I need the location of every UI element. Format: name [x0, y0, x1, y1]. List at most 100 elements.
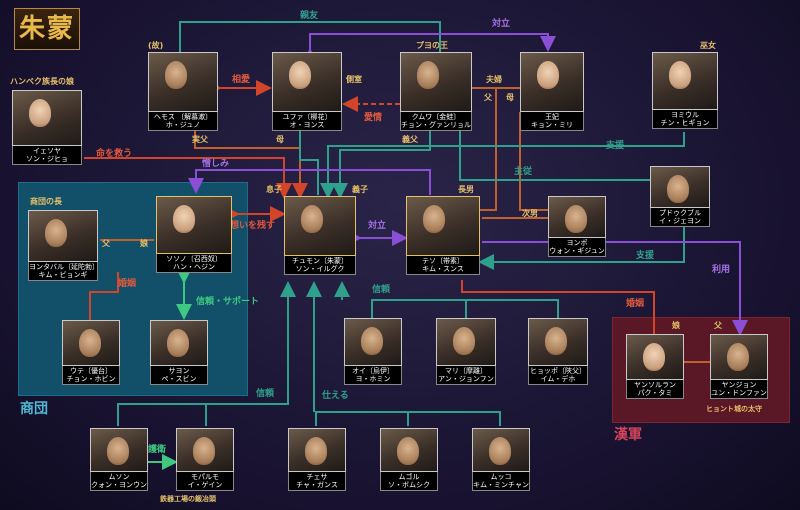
- card-buddeukbul[interactable]: プドゥクブルイ・ジェヨン: [650, 166, 710, 227]
- label-shoudan: 商団: [20, 401, 48, 417]
- portrait-musong: [90, 428, 148, 472]
- name-mugol: ムゴル: [398, 473, 420, 481]
- card-yangjeong[interactable]: ヤンジョンユン・ドンファン: [710, 334, 768, 399]
- yomiul-note: 巫女: [700, 41, 716, 50]
- card-wanghu[interactable]: 王妃キョン・ミリ: [520, 52, 584, 131]
- label-puyo-king: プヨの王: [416, 41, 448, 50]
- actor-chaegeo: チャ・ガンス: [296, 481, 338, 489]
- label-souai: 相愛: [232, 75, 251, 85]
- name-sayong: サヨン: [168, 367, 190, 375]
- actor-yomiul: チン・ヒギョン: [660, 119, 710, 127]
- actor-hyeopbo: イム・デホ: [540, 375, 576, 383]
- card-yesoya[interactable]: イェソヤソン・ジヒョ: [12, 90, 82, 165]
- label-konin2: 婚姻: [626, 299, 645, 309]
- card-yeongpo[interactable]: ヨンポウォン・ギジュン: [548, 196, 606, 257]
- portrait-soseono: [156, 196, 232, 254]
- actor-moparo: イ・ゲイン: [187, 481, 223, 489]
- label-giboku: 義父: [402, 135, 418, 144]
- actor-yeontabal: キム・ビョンギ: [38, 271, 88, 279]
- label-jinan: 次男: [522, 209, 538, 218]
- label-sokushitsu: 側室: [346, 75, 362, 84]
- label-chichi3: 父: [714, 321, 722, 330]
- actor-jumong: ソン・イルグク: [295, 265, 345, 273]
- actor-wanghu: キョン・ミリ: [531, 121, 573, 129]
- portrait-yeontabal: [28, 210, 98, 262]
- portrait-daeso: [406, 196, 480, 256]
- card-musong[interactable]: ムソンクォン・ヨンウン: [90, 428, 148, 491]
- label-jippu: 実父: [192, 135, 208, 144]
- hemosu-note: (故): [148, 41, 164, 50]
- card-geumwa[interactable]: クムワ〔金蛙〕チョン・グァンリョル: [400, 52, 472, 131]
- card-oi[interactable]: オイ〔烏伊〕ヨ・ホミン: [344, 318, 402, 385]
- portrait-moparo: [176, 428, 234, 472]
- card-daeso[interactable]: テソ〔帯素〕キム・スンス: [406, 196, 480, 275]
- portrait-yomiul: [652, 52, 718, 110]
- name-jumong: チュモン〔朱蒙〕: [292, 257, 348, 265]
- label-shuju: 主従: [514, 167, 533, 177]
- label-shien1: 支援: [606, 141, 625, 151]
- actor-geumwa: チョン・グァンリョル: [401, 121, 471, 129]
- name-yomiul: ヨミウル: [671, 111, 699, 119]
- label-aijo: 愛情: [364, 113, 383, 123]
- name-yeontabal: ヨンタバル〔延陀勃〕: [29, 263, 99, 271]
- label-nikushimi: 憎しみ: [202, 159, 230, 169]
- card-yangsoryang[interactable]: ヤンソルランパク・タミ: [626, 334, 684, 399]
- card-hyeopbo[interactable]: ヒョッポ〔陜父〕イム・デホ: [528, 318, 588, 385]
- portrait-yuhwa: [272, 52, 342, 112]
- name-geumwa: クムワ〔金蛙〕: [411, 113, 461, 121]
- card-jumong[interactable]: チュモン〔朱蒙〕ソン・イルグク: [284, 196, 356, 275]
- label-shinrai1: 信頼: [372, 285, 391, 295]
- label-riyou: 利用: [712, 265, 731, 275]
- card-mugol[interactable]: ムゴルソ・ボムシク: [380, 428, 438, 491]
- name-hyeopbo: ヒョッポ〔陜父〕: [530, 367, 586, 375]
- yeontabal-note: 商団の長: [30, 197, 62, 206]
- label-shinrai-support: 信頼・サポート: [196, 297, 260, 307]
- name-daeso: テソ〔帯素〕: [422, 257, 464, 265]
- actor-yangjeong: ユン・ドンファン: [711, 389, 767, 397]
- label-fuufu: 夫婦: [486, 75, 502, 84]
- name-yesoya: イェソヤ: [33, 147, 61, 155]
- actor-mukgeo: キム・ミンチャン: [473, 481, 529, 489]
- card-moparo[interactable]: モパルモイ・ゲイン: [176, 428, 234, 491]
- card-sayong[interactable]: サヨンペ・スビン: [150, 320, 208, 385]
- card-soseono[interactable]: ソソノ〔召西奴〕ハン・ヘジン: [156, 196, 232, 273]
- title-text: 朱蒙: [19, 14, 76, 44]
- name-hemosu: ヘモス 〔解慕漱〕: [153, 113, 213, 121]
- portrait-jumong: [284, 196, 356, 256]
- card-yeontabal[interactable]: ヨンタバル〔延陀勃〕キム・ビョンギ: [28, 210, 99, 281]
- label-musuko: 息子: [266, 185, 282, 194]
- portrait-chaegeo: [288, 428, 346, 472]
- portrait-mukgeo: [472, 428, 530, 472]
- label-gishi: 義子: [352, 185, 368, 194]
- card-yomiul[interactable]: ヨミウルチン・ヒギョン: [652, 52, 718, 129]
- actor-daeso: キム・スンス: [422, 265, 464, 273]
- card-chaegeo[interactable]: チェサチャ・ガンス: [288, 428, 346, 491]
- name-yuhwa: ユファ〔柳花〕: [282, 113, 332, 121]
- card-mukgeo[interactable]: ムッコキム・ミンチャン: [472, 428, 530, 491]
- label-shinrai2: 信頼: [256, 389, 275, 399]
- portrait-yangsoryang: [626, 334, 684, 380]
- card-yuhwa[interactable]: ユファ〔柳花〕オ・ヨンス: [272, 52, 342, 131]
- name-mukgeo: ムッコ: [490, 473, 512, 481]
- actor-yangsoryang: パク・タミ: [637, 389, 673, 397]
- label-haha2: 母: [276, 135, 284, 144]
- actor-buddeukbul: イ・ジェヨン: [659, 217, 701, 225]
- portrait-yesoya: [12, 90, 82, 146]
- card-mari[interactable]: マリ〔摩離〕アン・ジョンフン: [436, 318, 496, 385]
- portrait-mugol: [380, 428, 438, 472]
- portrait-yeongpo: [548, 196, 606, 238]
- card-uthae[interactable]: ウテ〔優台〕チョン・ホビン: [62, 320, 120, 385]
- label-omoi: 想いを残す: [230, 221, 276, 231]
- card-hemosu[interactable]: ヘモス 〔解慕漱〕ホ・ジュノ: [148, 52, 218, 131]
- actor-yuhwa: オ・ヨンス: [289, 121, 325, 129]
- portrait-uthae: [62, 320, 120, 366]
- label-tekki: 鉄器工場の鍛冶頭: [160, 495, 216, 503]
- label-inochi: 命を救う: [96, 149, 133, 159]
- name-wanghu: 王妃: [545, 113, 559, 121]
- label-musume2: 娘: [672, 321, 680, 330]
- portrait-oi: [344, 318, 402, 366]
- actor-oi: ヨ・ホミン: [355, 375, 391, 383]
- actor-soseono: ハン・ヘジン: [173, 263, 215, 271]
- portrait-wanghu: [520, 52, 584, 112]
